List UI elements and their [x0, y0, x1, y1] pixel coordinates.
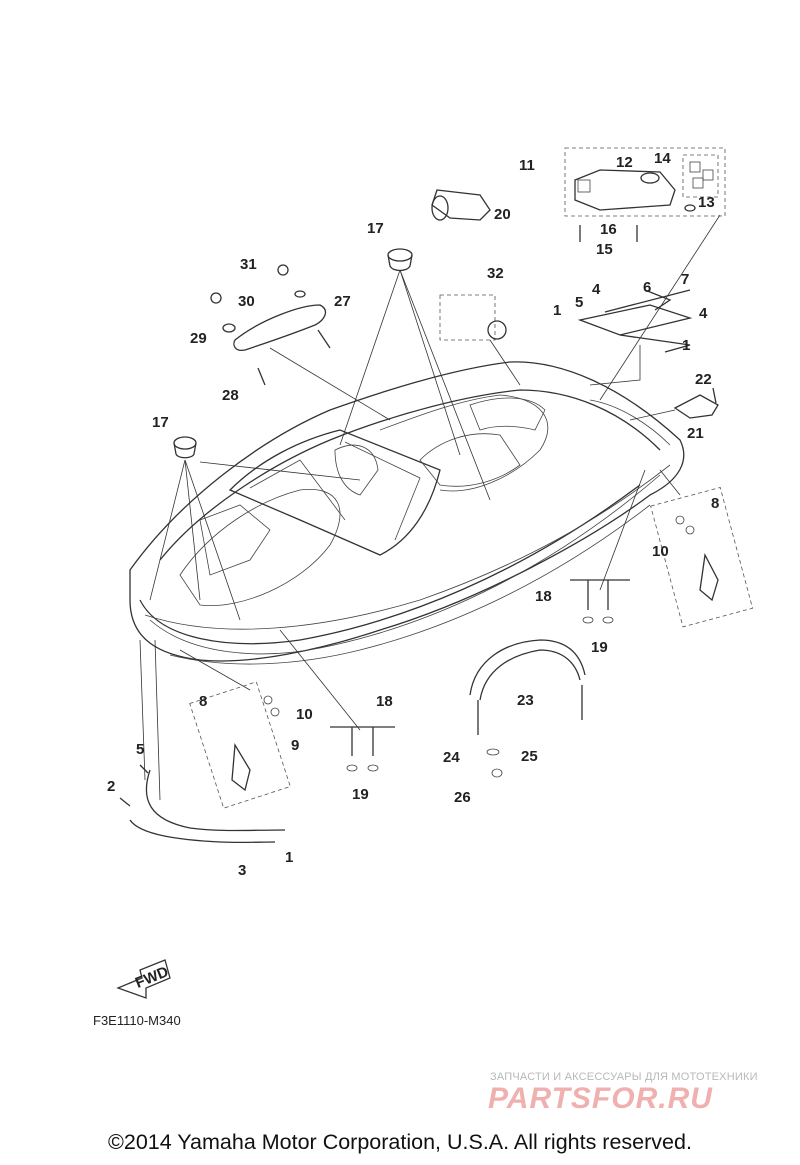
callout-32: 32 [487, 265, 504, 282]
callout-25: 25 [521, 748, 538, 765]
callout-17b: 17 [152, 414, 169, 431]
callout-4a: 4 [592, 281, 601, 298]
callouts: 11 12 14 13 16 15 20 17 31 30 27 29 28 3… [107, 150, 719, 879]
watermark-logo: PARTSFOR.RU [488, 1082, 713, 1115]
callout-5b: 5 [136, 741, 144, 758]
callout-11: 11 [519, 157, 535, 174]
callout-16: 16 [600, 221, 617, 238]
callout-29: 29 [190, 330, 207, 347]
callout-7: 7 [681, 271, 689, 288]
callout-18b: 18 [376, 693, 393, 710]
watermark-tagline: ЗАПЧАСТИ И АКСЕССУАРЫ ДЛЯ МОТОТЕХНИКИ [490, 1071, 758, 1083]
callout-19b: 19 [352, 786, 369, 803]
callout-24: 24 [443, 749, 460, 766]
callout-23: 23 [517, 692, 534, 709]
callout-1c: 1 [285, 849, 293, 866]
callout-9: 9 [291, 737, 299, 754]
copyright-notice: ©2014 Yamaha Motor Corporation, U.S.A. A… [108, 1130, 692, 1154]
callout-8b: 8 [199, 693, 207, 710]
fwd-label: FWD [133, 963, 171, 992]
callout-30: 30 [238, 293, 255, 310]
callout-19a: 19 [591, 639, 608, 656]
callout-2: 2 [107, 778, 115, 795]
callout-28: 28 [222, 387, 239, 404]
callout-4b: 4 [699, 305, 708, 322]
callout-5: 5 [575, 294, 583, 311]
callout-17a: 17 [367, 220, 384, 237]
callout-1a: 1 [553, 302, 561, 319]
leader-lines [139, 214, 721, 801]
boat-hull [129, 361, 685, 665]
callout-20: 20 [494, 206, 511, 223]
callout-31: 31 [240, 256, 257, 273]
callout-15: 15 [596, 241, 613, 258]
part-drawings [119, 147, 754, 844]
diagram-code: F3E1110-M340 [93, 1013, 181, 1028]
callout-14: 14 [654, 150, 671, 167]
callout-10b: 10 [296, 706, 313, 723]
callout-1b: 1 [682, 337, 690, 354]
callout-8a: 8 [711, 495, 719, 512]
callout-21: 21 [687, 425, 704, 442]
callout-22: 22 [695, 371, 712, 388]
callout-18a: 18 [535, 588, 552, 605]
callout-27: 27 [334, 293, 351, 310]
callout-6: 6 [643, 279, 651, 296]
callout-3: 3 [238, 862, 246, 879]
callout-13: 13 [698, 194, 715, 211]
callout-26: 26 [454, 789, 471, 806]
callout-12: 12 [616, 154, 633, 171]
callout-10a: 10 [652, 543, 669, 560]
fwd-arrow-icon: FWD [116, 959, 171, 999]
